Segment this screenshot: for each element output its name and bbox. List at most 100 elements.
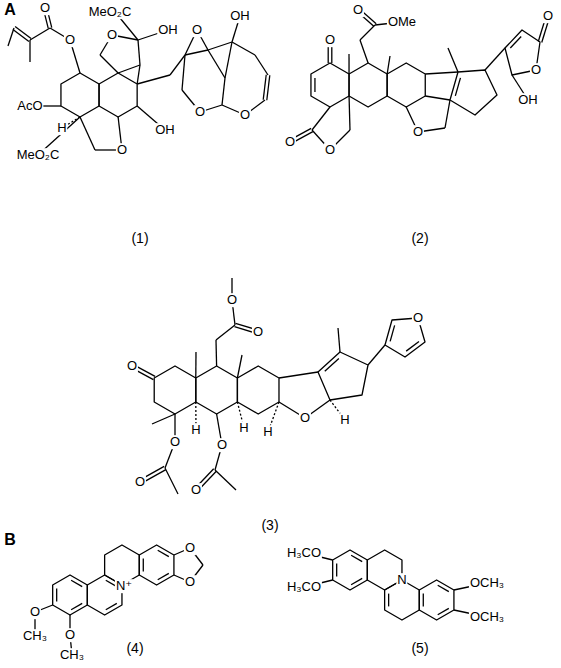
atom-label: H [190, 423, 201, 437]
bond [450, 70, 497, 115]
bond [237, 366, 279, 414]
bond [360, 25, 375, 40]
atom-label: O [194, 105, 206, 119]
bond [419, 580, 454, 620]
bond [406, 342, 419, 352]
atom-label: N⁺ [115, 579, 133, 593]
atom-label: OH [229, 9, 251, 23]
atom-label: H₃CO [286, 580, 322, 594]
atom-label: N [396, 573, 407, 587]
compound-number: (1) [130, 231, 149, 246]
bond [99, 73, 137, 117]
bond [438, 608, 449, 614]
atom-label: O [106, 28, 118, 42]
atom-label: O [116, 143, 128, 157]
atom-label: O [126, 359, 138, 373]
bond [311, 63, 349, 107]
bond [215, 340, 217, 366]
bond [195, 352, 197, 378]
atom-label: O [39, 1, 51, 15]
bond [56, 589, 57, 602]
atom-label: H [56, 121, 67, 135]
bond [388, 594, 389, 607]
bond [8, 28, 14, 46]
atom-label: CH₃ [59, 648, 85, 662]
bond [263, 75, 266, 100]
bond [100, 55, 118, 73]
bond [255, 55, 268, 75]
bond [118, 65, 140, 73]
bond [53, 575, 88, 615]
panel-letter: B [3, 532, 17, 549]
atom-label: CH₃ [22, 629, 48, 643]
bond [351, 555, 362, 561]
atom-label: O [184, 575, 196, 589]
bond [348, 54, 349, 74]
bond [351, 578, 362, 584]
atom-label: O [169, 435, 181, 449]
bond [158, 573, 169, 579]
bond [137, 65, 140, 84]
bond [208, 50, 225, 78]
bond [61, 73, 99, 117]
atom-label: O [252, 325, 264, 339]
atom-label: O [191, 23, 203, 37]
bond [368, 345, 385, 365]
bond [232, 42, 255, 55]
bond [215, 470, 236, 490]
bond [170, 55, 185, 75]
bond [237, 355, 242, 378]
atom-label: O [284, 135, 296, 149]
bond [325, 358, 339, 371]
bond [165, 468, 178, 494]
atom-label: H₃CO [286, 546, 322, 560]
atom-label: O [64, 628, 76, 642]
atom-label: OMe [387, 15, 417, 29]
atom-label: O [29, 605, 41, 619]
atom-label: O [324, 143, 336, 157]
bond [333, 550, 368, 590]
bond [182, 55, 185, 90]
compound-number: (3) [260, 518, 279, 533]
bond [80, 117, 95, 150]
atom-label: H [262, 425, 273, 439]
atom-label: O [226, 293, 238, 307]
atom-label: O [134, 475, 146, 489]
bond [185, 50, 208, 55]
bond [387, 63, 425, 107]
bond [425, 96, 450, 100]
bond [120, 18, 138, 40]
bond [348, 96, 350, 130]
bond [143, 559, 144, 572]
atom-label: O [184, 541, 196, 555]
bond [216, 325, 235, 340]
atom-label: O [64, 33, 76, 47]
bond [30, 28, 50, 40]
compound-number: (4) [125, 641, 144, 656]
bond [423, 594, 424, 607]
bond [267, 75, 270, 100]
bond [138, 40, 140, 65]
atom-label: H [339, 413, 350, 427]
atom-label: O [530, 63, 542, 77]
atom-label: OH [154, 123, 176, 137]
bond [455, 78, 460, 96]
bond [279, 372, 318, 378]
atom-label: O [542, 9, 554, 23]
compound-number: (5) [410, 641, 429, 656]
bond [137, 75, 170, 84]
bond [510, 37, 521, 49]
atom-label: O [412, 125, 424, 139]
bond [438, 585, 449, 591]
atom-label: OH [517, 93, 539, 107]
bond [71, 580, 82, 586]
atom-label: O [190, 483, 202, 497]
atom-label: O [216, 438, 228, 452]
bond [425, 72, 458, 74]
compound-number: (2) [410, 231, 429, 246]
bond [158, 550, 169, 556]
bond [106, 603, 117, 609]
atom-label: OH [157, 23, 179, 37]
